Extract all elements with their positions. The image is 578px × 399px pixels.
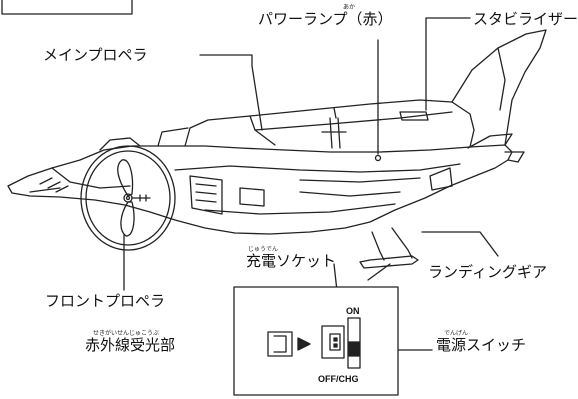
label-ir-receiver: 赤外線受光部	[85, 336, 176, 354]
switch-on-label: ON	[346, 306, 360, 316]
switch-panel-inset	[233, 286, 399, 396]
power-switch-knob	[348, 341, 360, 357]
front-propeller-blade	[120, 201, 135, 237]
front-propeller-blade	[117, 159, 134, 197]
ruby-ir-receiver: せきがいせんじゅこうぶ	[93, 330, 160, 337]
arrow-icon	[297, 337, 311, 351]
ir-receiver-window	[267, 331, 293, 357]
label-power-switch: 電源スイッチ	[436, 336, 527, 354]
landing-gear-strut	[391, 227, 413, 259]
label-power-lamp: パワーランプ（赤）	[258, 10, 393, 28]
ruby-charging-socket: じゅうでん	[248, 246, 279, 253]
switch-off-label: OFF/CHG	[318, 374, 359, 384]
label-landing-gear: ランディングギア	[428, 263, 547, 281]
label-stabilizer: スタビライザー	[473, 10, 578, 28]
corner-frame	[1, 0, 133, 15]
leader-landing-gear	[421, 231, 499, 257]
ruby-power-switch: でんげん	[444, 330, 469, 337]
fuselage-body	[7, 144, 513, 235]
landing-gear-strut	[371, 231, 385, 261]
charging-socket-port	[321, 325, 345, 359]
leader-main-propeller	[199, 54, 263, 131]
tail-fin	[451, 29, 547, 146]
leader-stabilizer	[425, 17, 471, 111]
label-charging-socket: 充電ソケット	[246, 252, 337, 270]
label-main-propeller: メインプロペラ	[43, 46, 148, 64]
label-front-propeller: フロントプロペラ	[45, 292, 166, 310]
main-rotor-mast	[329, 117, 341, 149]
power-switch-track	[347, 317, 361, 369]
ruby-power-lamp: あか	[343, 4, 356, 11]
front-propeller-shroud	[80, 145, 176, 251]
leader-landing-gear-2	[367, 263, 391, 281]
landing-gear-skid	[359, 255, 419, 269]
canopy	[184, 99, 475, 148]
